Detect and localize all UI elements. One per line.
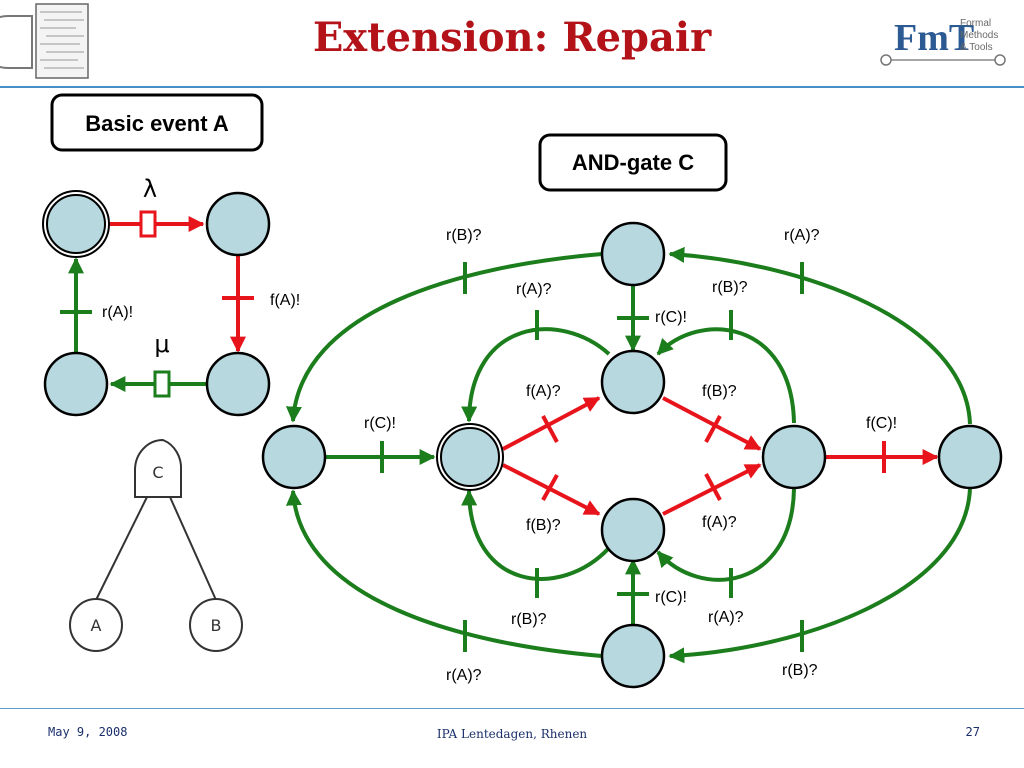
gate-state-upper (600, 349, 666, 415)
state-down (205, 351, 271, 417)
fmt-logo: FmT Formal Methods & Tools (880, 17, 1006, 66)
document-tree-icon (0, 3, 89, 79)
label-outer-top-right: r(A)? (784, 227, 820, 244)
label-fail-b-top: f(B)? (702, 383, 737, 400)
footer-divider (0, 708, 1024, 709)
gate-state-top (600, 221, 666, 287)
basic-event-box: Basic event A (50, 93, 264, 152)
gate-state-initial-ring (436, 423, 504, 491)
logo-line-1: Formal (960, 18, 991, 29)
label-inner-top-right: r(B)? (712, 279, 748, 296)
label-left-link: r(C)! (364, 415, 396, 432)
fault-tree-leaf-a: A (91, 616, 102, 635)
label-outer-bottom-left: r(A)? (446, 667, 482, 684)
fail-rate-marker (139, 210, 157, 238)
repair-rate-marker (153, 370, 171, 398)
inner-top-right-arc (656, 327, 796, 424)
footer-date: May 9, 2008 (48, 725, 128, 739)
fail-a-top-arrow (502, 396, 601, 451)
fault-tree: C A B (69, 438, 243, 652)
inner-bottom-left-arc (461, 489, 611, 581)
label-outer-top-left: r(B)? (446, 227, 482, 244)
gate-state-right (761, 424, 827, 490)
label-fail-a-bottom: f(A)? (702, 514, 737, 531)
outer-bottom-right-arc (668, 487, 972, 664)
label-fail-b-bottom: f(B)? (526, 517, 561, 534)
fault-tree-leaf-b: B (211, 616, 222, 635)
gate-state-lower (600, 497, 666, 563)
basic-event-title: Basic event A (85, 111, 229, 136)
state-up-initial (42, 190, 110, 258)
gate-state-left (261, 424, 327, 490)
gate-state-initial (440, 427, 500, 487)
label-inner-top-left: r(A)? (516, 281, 552, 298)
label-inner-bottom-left: r(B)? (511, 611, 547, 628)
footer-event: IPA Lentedagen, Rhenen (436, 727, 588, 741)
page-number: 27 (965, 725, 980, 739)
mu-label: μ (154, 330, 169, 358)
label-fail-c: f(C)! (866, 415, 897, 432)
outer-top-right-arc (668, 246, 972, 425)
and-gate-box: AND-gate C (538, 133, 728, 192)
fault-tree-gate-label: C (152, 463, 163, 482)
basic-repair-label: r(A)! (102, 304, 133, 321)
fail-a-bottom-arrow (662, 463, 762, 516)
title-divider (0, 86, 1024, 88)
gate-state-bottom (600, 623, 666, 689)
slide-title: Extension: Repair (312, 14, 712, 61)
logo-line-2: Methods (960, 30, 998, 41)
fail-b-top-arrow (662, 396, 762, 451)
inner-bottom-right-arc (656, 488, 796, 582)
outer-top-left-arc (285, 252, 603, 423)
state-failing (205, 191, 271, 257)
outer-bottom-left-arc (285, 489, 603, 658)
and-gate-title: AND-gate C (572, 150, 694, 175)
label-top-down: r(C)! (655, 309, 687, 326)
logo-line-3: & Tools (960, 42, 993, 53)
label-fail-a-top: f(A)? (526, 383, 561, 400)
inner-top-left-arc (461, 327, 611, 423)
label-outer-bottom-right: r(B)? (782, 662, 818, 679)
logo-mark: FmT (894, 17, 974, 59)
lambda-label: λ (143, 175, 157, 203)
gate-state-failed (937, 424, 1003, 490)
state-up (46, 194, 106, 254)
label-inner-bottom-right: r(A)? (708, 609, 744, 626)
state-repairing (43, 351, 109, 417)
basic-fail-label: f(A)! (270, 292, 300, 309)
label-bottom-up: r(C)! (655, 589, 687, 606)
